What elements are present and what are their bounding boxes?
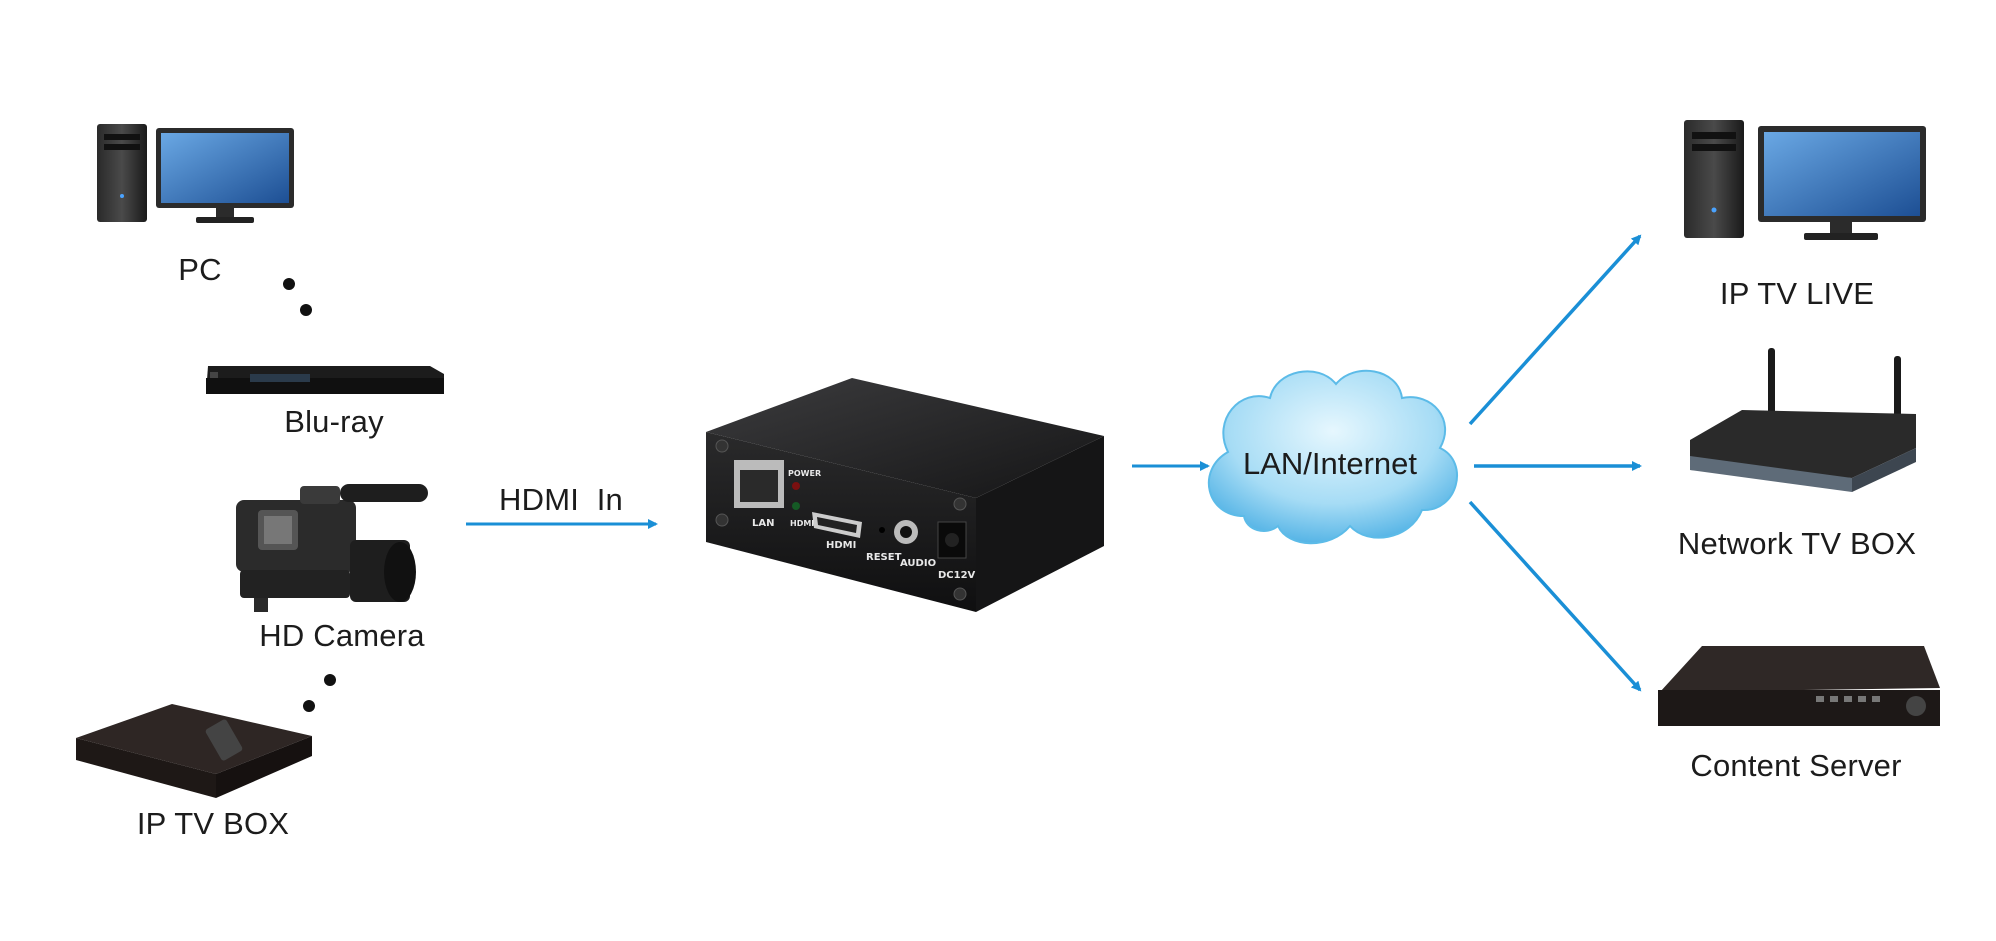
output-label-iptvlive: IP TV LIVE	[1719, 276, 1875, 311]
output-label-nettvbox: Network TV BOX	[1677, 526, 1917, 561]
desktop-computer-icon	[97, 124, 294, 223]
pc-device	[97, 124, 294, 223]
arrow-to-server	[1468, 500, 1642, 692]
hdmi-led	[792, 502, 800, 510]
connector-dot	[283, 278, 295, 290]
hdmi-in-label: HDMI In	[499, 482, 623, 517]
wifi-router-icon	[1690, 348, 1916, 492]
camera-device	[236, 484, 428, 612]
bluray-player-icon	[206, 366, 444, 394]
iptv-box-icon	[76, 704, 312, 798]
bluray-device	[206, 366, 444, 394]
server-device	[1658, 646, 1940, 726]
nettvbox-device	[1690, 348, 1916, 492]
port-label-reset: RESET	[866, 552, 902, 563]
iptvlive-device	[1684, 120, 1926, 240]
source-label-bluray: Blu-ray	[284, 404, 384, 439]
connector-dot	[303, 700, 315, 712]
power-led	[792, 482, 800, 490]
output-label-server: Content Server	[1690, 748, 1902, 783]
connector-dot	[300, 304, 312, 316]
video-camera-icon	[236, 484, 428, 612]
arrow-to-iptvlive	[1468, 234, 1642, 426]
dc-port	[937, 521, 967, 559]
cloud-icon	[1207, 369, 1458, 545]
source-label-camera: HD Camera	[259, 618, 425, 653]
port-label-power: POWER	[788, 469, 821, 478]
connector-dot	[324, 674, 336, 686]
port-label-hdmi-led: HDMI	[790, 519, 814, 528]
desktop-computer-icon	[1684, 120, 1926, 240]
port-label-lan: LAN	[752, 518, 774, 529]
dvr-server-icon	[1658, 646, 1940, 726]
iptvbox-device	[76, 704, 312, 798]
source-label-iptvbox: IP TV BOX	[136, 806, 290, 841]
reset-button	[879, 527, 885, 533]
port-label-hdmi: HDMI	[826, 540, 856, 551]
encoder-device: POWER LAN HDMI HDMI RESET AUDIO DC12V	[706, 378, 1104, 612]
source-label-pc: PC	[178, 252, 222, 287]
port-label-dc: DC12V	[938, 570, 976, 581]
network-label: LAN/Internet	[1242, 446, 1418, 481]
port-label-audio: AUDIO	[900, 558, 936, 569]
